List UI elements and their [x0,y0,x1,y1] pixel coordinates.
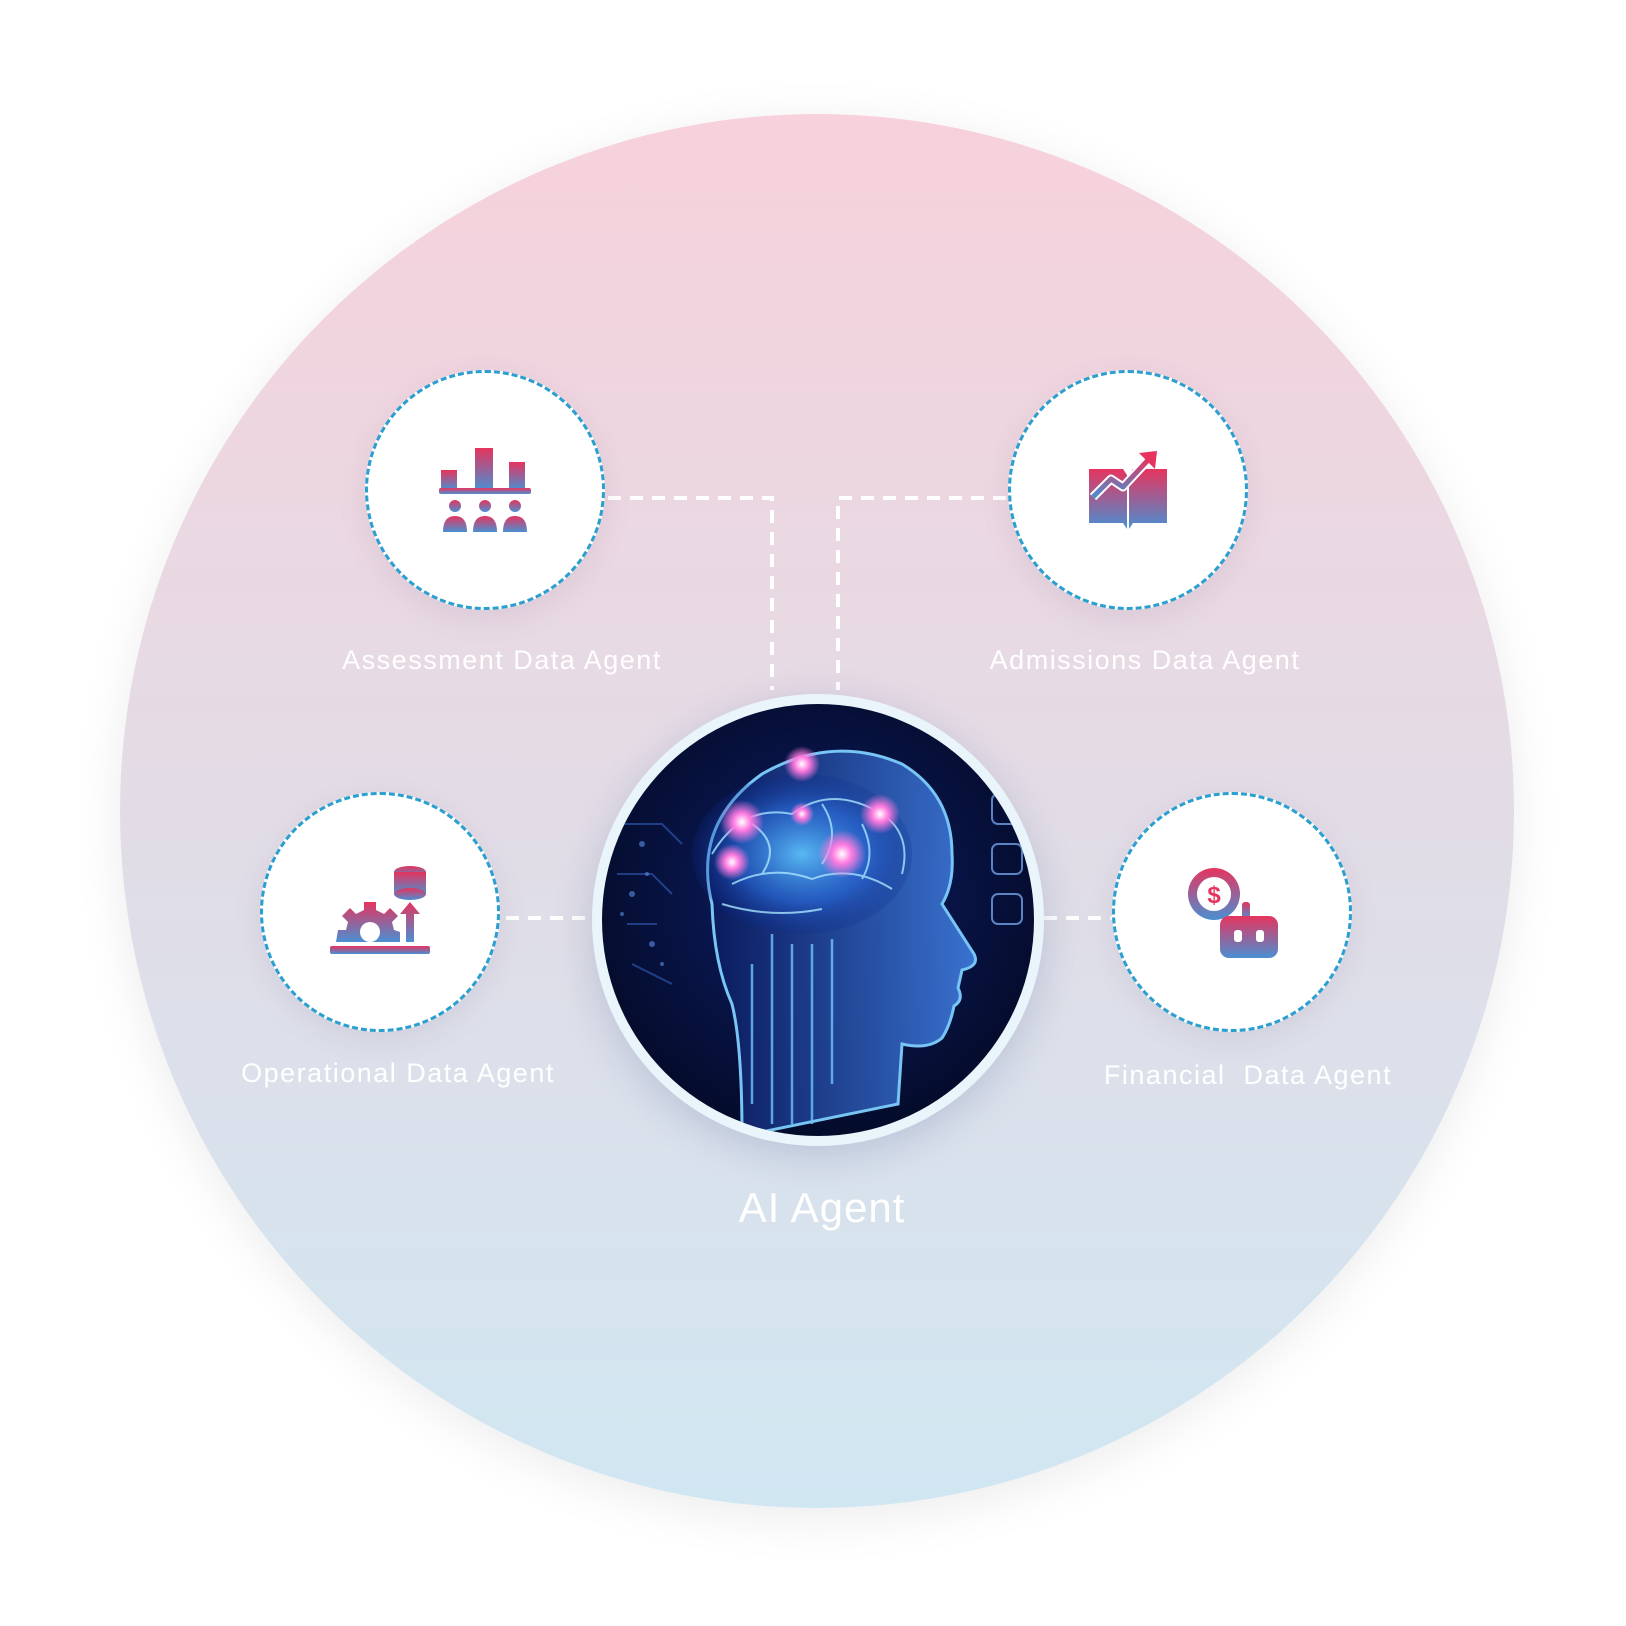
dollar-coin-robot-icon: $ [1188,868,1278,958]
assessment-agent-node[interactable] [365,370,605,610]
assessment-agent-label: Assessment Data Agent [342,645,662,675]
ai-brain-head-illustration [602,704,1034,1136]
admissions-agent-node[interactable] [1008,370,1248,610]
financial-agent-label: Financial Data Agent [1103,1060,1393,1090]
gear-database-upload-icon [330,866,430,954]
ai-agent-node[interactable] [592,694,1044,1146]
svg-text:$: $ [1207,882,1221,909]
operational-agent-node[interactable] [260,792,500,1032]
admissions-agent-label: Admissions Data Agent [989,645,1301,675]
book-growth-arrow-icon [1089,451,1167,529]
financial-agent-node[interactable]: $ [1112,792,1352,1032]
bar-chart-people-icon [439,448,531,532]
operational-agent-label: Operational Data Agent [241,1058,555,1088]
ai-agent-label: AI Agent [738,1184,906,1231]
